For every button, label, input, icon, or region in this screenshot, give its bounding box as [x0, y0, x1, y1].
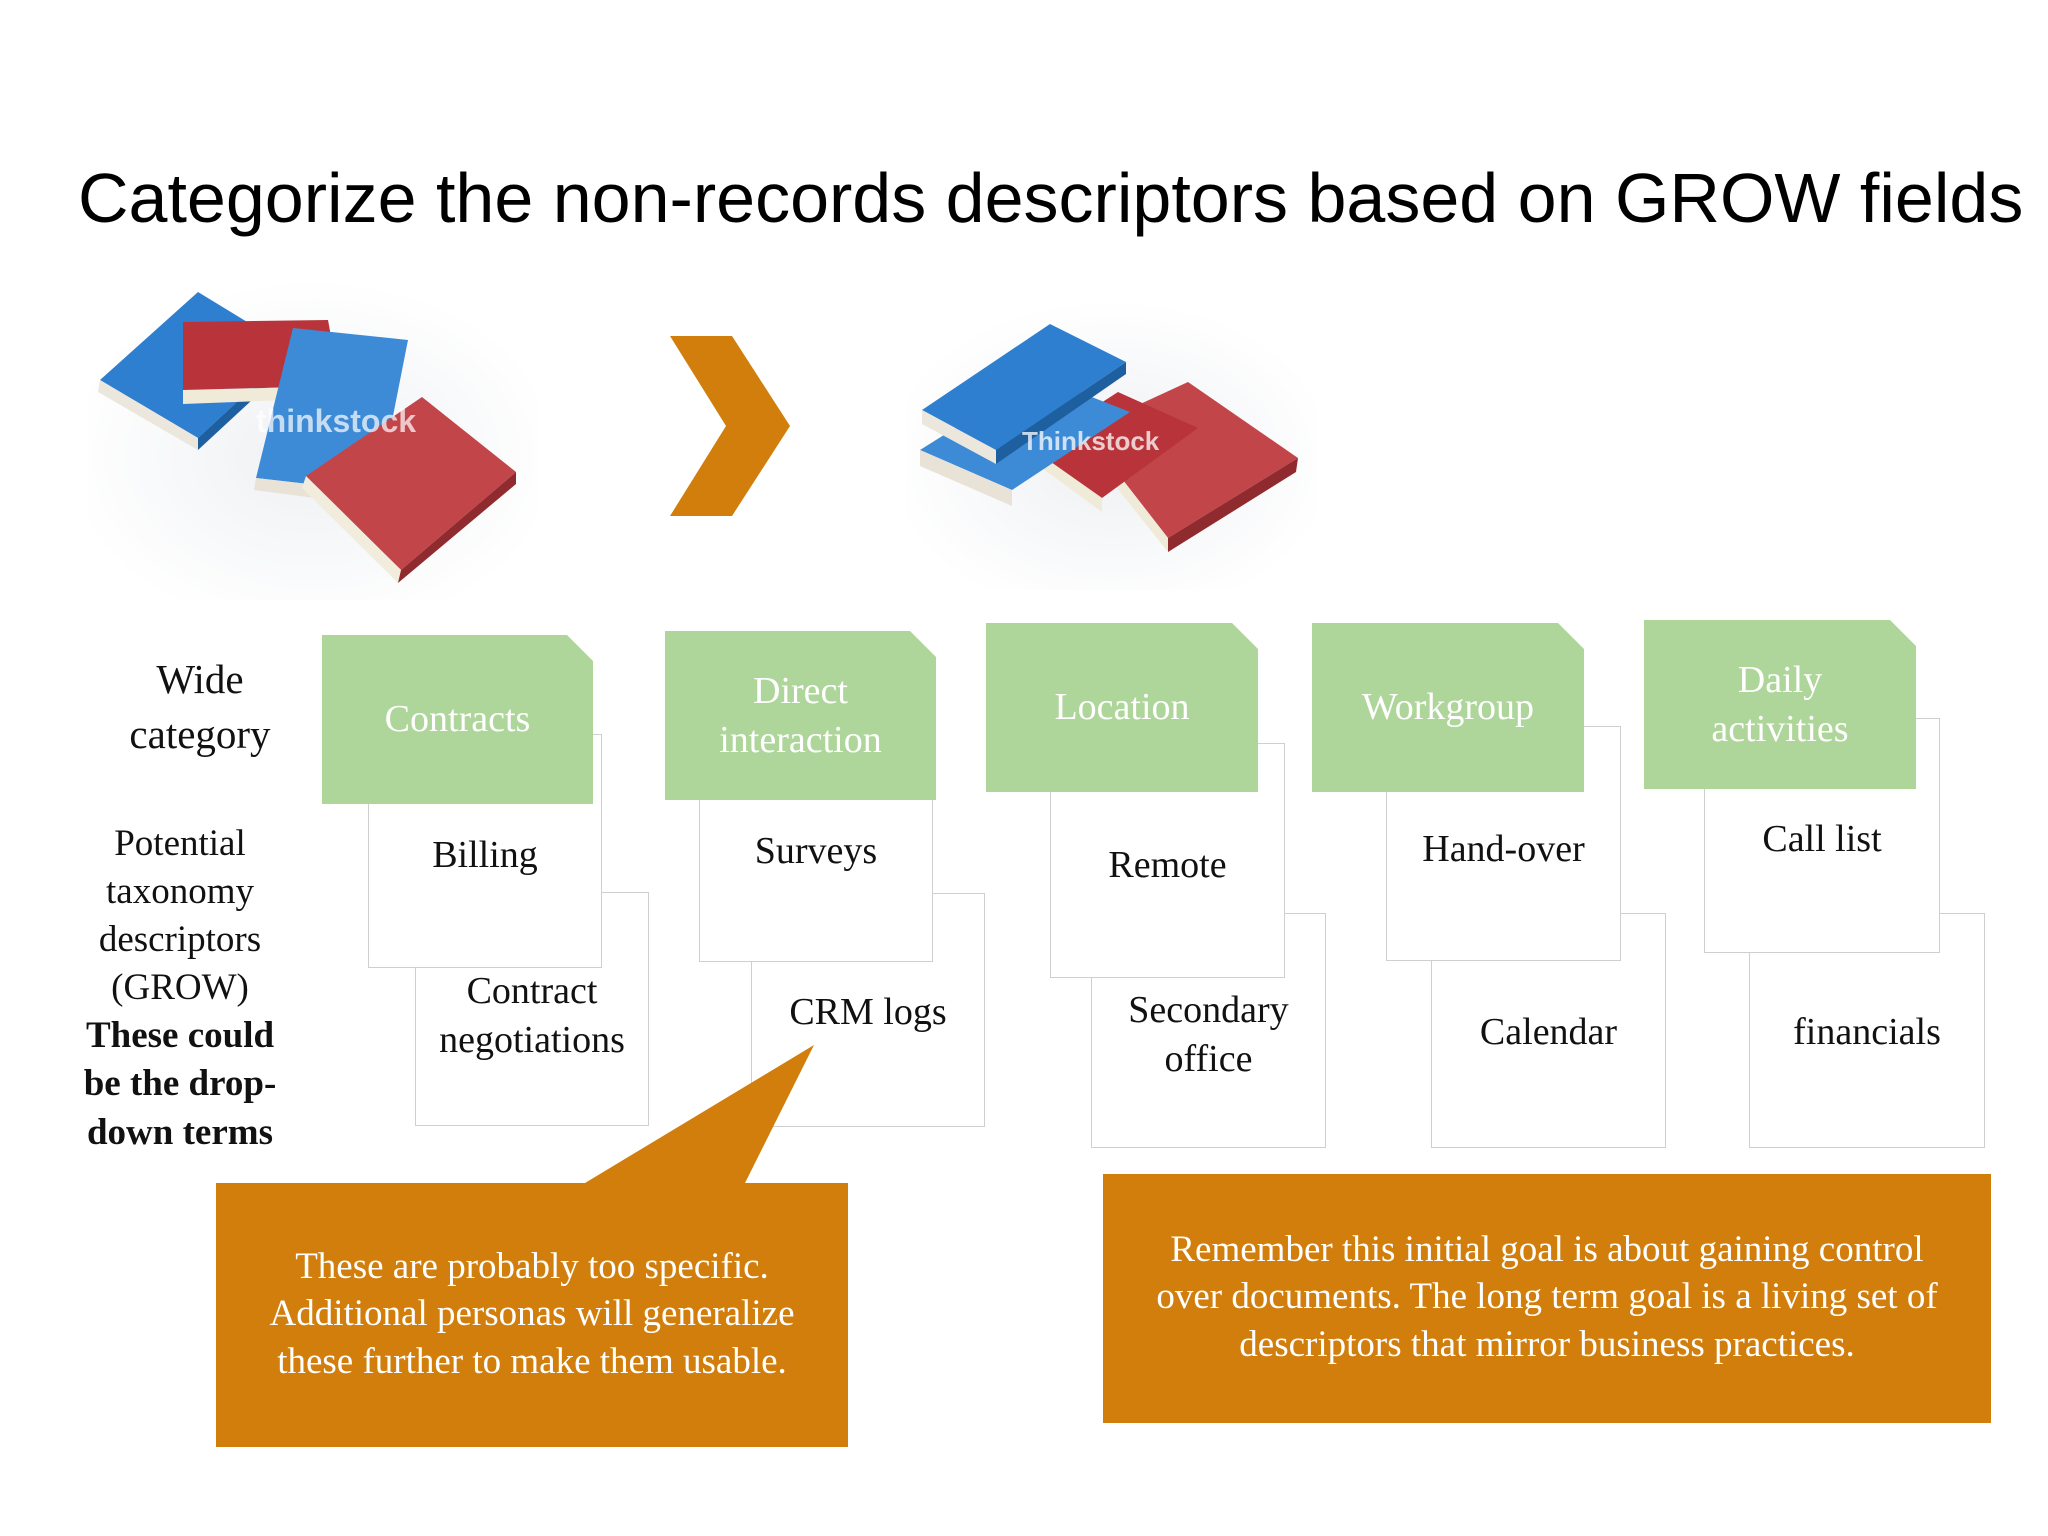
category-label-line: Daily: [1737, 658, 1823, 701]
descriptor-line: Remote: [1108, 844, 1227, 886]
callout-line: Additional personas will generalize: [269, 1293, 795, 1335]
dropdown-note-line: be the drop-: [83, 1063, 277, 1105]
descriptor-line: Secondary: [1128, 989, 1289, 1031]
wide-label-line: Wide: [156, 656, 244, 702]
category-card-direct-interaction: Direct interaction: [665, 631, 936, 800]
dropdown-note-line: down terms: [86, 1111, 273, 1153]
potential-label-line: Potential: [114, 823, 246, 864]
category-label-line: Workgroup: [1361, 686, 1535, 729]
descriptor-line: CRM logs: [789, 991, 947, 1033]
category-card-workgroup: Workgroup: [1312, 623, 1584, 792]
category-card-contracts: Contracts: [322, 635, 593, 804]
watermark-right: Thinkstock: [1022, 426, 1160, 456]
category-label-line: activities: [1711, 707, 1849, 750]
descriptor-line: negotiations: [439, 1018, 625, 1061]
descriptor-line: office: [1164, 1037, 1253, 1080]
potential-label-line: taxonomy: [106, 871, 254, 913]
category-label-line: interaction: [719, 718, 882, 761]
descriptor-line: Call list: [1762, 818, 1882, 860]
slide-title: Categorize the non-records descriptors b…: [78, 159, 2024, 237]
category-label-line: Direct: [753, 669, 848, 712]
dropdown-note-line: These could: [85, 1015, 275, 1057]
potential-descriptors-label: Potential taxonomy descriptors (GROW) Th…: [60, 820, 300, 1157]
callout-line: These are probably too specific.: [295, 1246, 769, 1287]
potential-label-line: (GROW): [111, 967, 249, 1009]
callout-line: descriptors that mirror business practic…: [1239, 1323, 1855, 1365]
book-red-2: [302, 397, 516, 583]
book-blue-top: [922, 324, 1126, 464]
descriptor-line: Billing: [432, 834, 538, 876]
callout-line: over documents. The long term goal is a …: [1156, 1276, 1938, 1318]
category-label-line: Contracts: [384, 698, 531, 741]
watermark-left: thinkstock: [256, 403, 416, 439]
descriptor-line: Hand-over: [1422, 828, 1585, 870]
callout-line: Remember this initial goal is about gain…: [1170, 1229, 1924, 1270]
chevron-right-icon: [670, 336, 790, 516]
category-card-location: Location: [986, 623, 1258, 792]
callout-left-text: These are probably too specific. Additio…: [216, 1243, 848, 1385]
category-card-daily-activities: Daily activities: [1644, 620, 1916, 789]
potential-label-line: descriptors: [98, 919, 262, 961]
callout-line: these further to make them usable.: [277, 1340, 787, 1382]
descriptor-line: Contract: [466, 970, 598, 1012]
category-label-line: Location: [1054, 686, 1190, 729]
descriptor-line: Surveys: [754, 830, 878, 872]
books-scattered-image: thinkstock: [88, 280, 538, 600]
callout-right-text: Remember this initial goal is about gain…: [1103, 1226, 1991, 1368]
descriptor-line: Calendar: [1479, 1011, 1618, 1053]
wide-label-line: category: [129, 710, 271, 757]
descriptor-line: financials: [1793, 1011, 1941, 1053]
wide-category-label: Wide category: [100, 652, 300, 761]
books-stacked-image: Thinkstock: [906, 300, 1316, 590]
